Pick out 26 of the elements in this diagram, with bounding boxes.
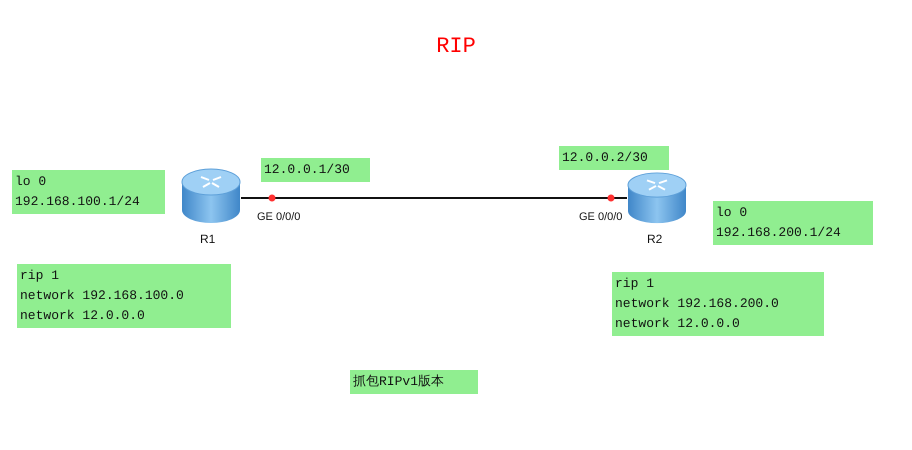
config-line: lo 0 xyxy=(716,204,748,222)
config-line: lo 0 xyxy=(15,173,48,191)
config-line: rip 1 xyxy=(615,275,656,293)
config-note-box xyxy=(12,170,165,214)
config-line: 12.0.0.1/30 xyxy=(264,161,351,179)
config-note-box xyxy=(17,264,231,328)
config-note-box xyxy=(350,370,478,394)
config-line: network 192.168.100.0 xyxy=(20,287,185,305)
ethernet-link xyxy=(241,197,627,199)
interface-label: GE 0/0/0 xyxy=(257,211,300,223)
diagram-title: RIP xyxy=(436,34,476,59)
config-line: network 12.0.0.0 xyxy=(20,307,146,325)
config-line: network 192.168.200.0 xyxy=(615,295,780,313)
config-note-box xyxy=(261,158,370,182)
router-name: R1 xyxy=(200,232,216,246)
config-line: rip 1 xyxy=(20,267,60,285)
config-note-box xyxy=(713,201,873,245)
config-line: network 12.0.0.0 xyxy=(615,315,741,333)
config-line: 抓包RIPv1版本 xyxy=(353,373,446,391)
config-note-box xyxy=(559,146,669,170)
config-line: 192.168.200.1/24 xyxy=(716,224,842,242)
config-line: 192.168.100.1/24 xyxy=(15,193,141,211)
router-name: R2 xyxy=(647,232,662,246)
interface-label: GE 0/0/0 xyxy=(579,211,622,223)
config-note-box xyxy=(612,272,824,336)
config-line: 12.0.0.2/30 xyxy=(562,149,649,167)
